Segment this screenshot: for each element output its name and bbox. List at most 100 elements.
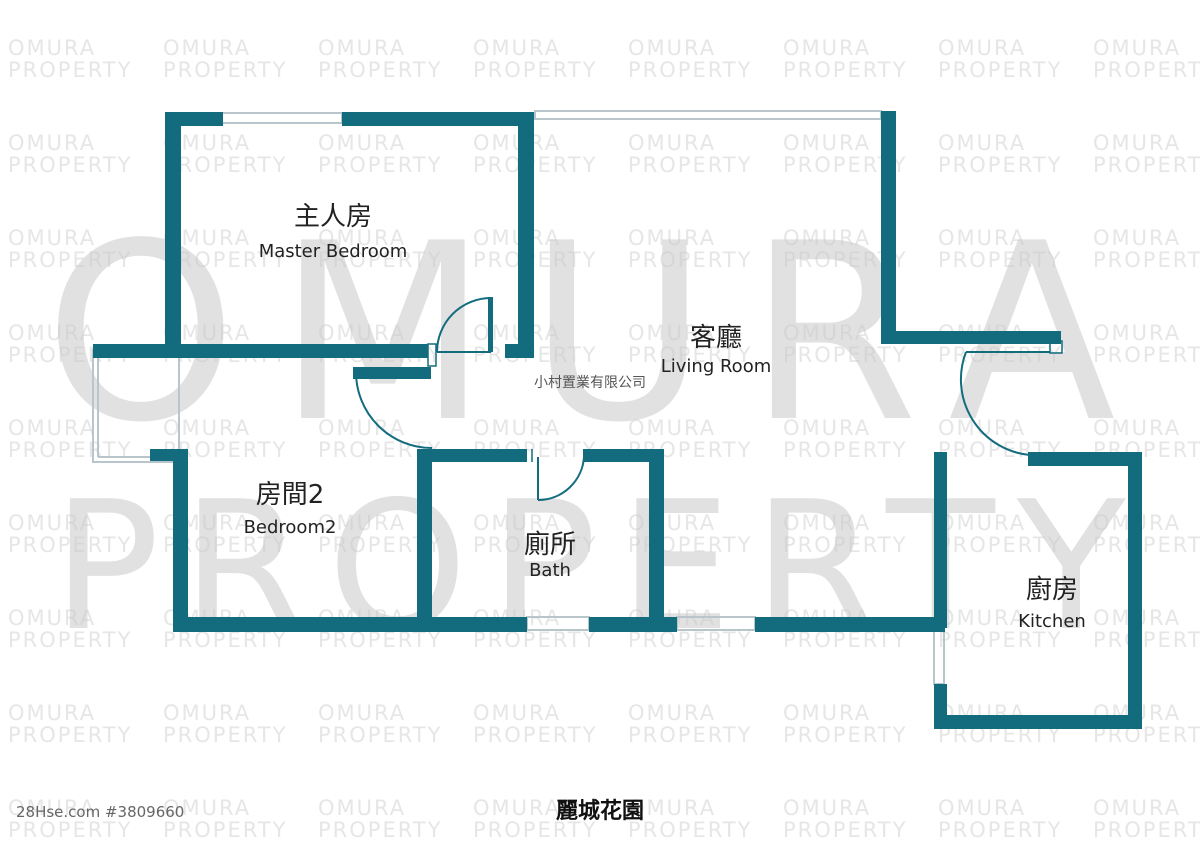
watermark-tile-line2: PROPERTY — [1093, 533, 1200, 557]
watermark-tile-line2: PROPERTY — [473, 153, 597, 177]
watermark-tile-line1: OMURA — [938, 796, 1026, 820]
wall-bottom-b — [589, 617, 677, 632]
watermark-tile-line2: PROPERTY — [628, 58, 752, 82]
watermark-tile-line1: OMURA — [318, 511, 406, 535]
window-master-top — [221, 112, 343, 124]
watermark-tile-line2: PROPERTY — [473, 248, 597, 272]
watermark-tile-line1: OMURA — [783, 131, 871, 155]
watermark-tile-line1: OMURA — [938, 416, 1026, 440]
watermark-tile-line2: PROPERTY — [473, 723, 597, 747]
wall-bottom-a — [173, 617, 527, 632]
door-kitchen-arc — [959, 351, 1031, 456]
watermark-tile-line2: PROPERTY — [628, 818, 752, 842]
watermark-tile-line1: OMURA — [628, 226, 716, 250]
watermark-tile-line1: OMURA — [938, 511, 1026, 535]
window-living-top — [534, 110, 882, 120]
watermark-tile-line2: PROPERTY — [473, 58, 597, 82]
wall-kitchen-right — [1128, 452, 1142, 729]
wall-kitchen-top — [1028, 452, 1142, 466]
label-living-room-en: Living Room — [661, 356, 772, 377]
wall-living-right-upper — [881, 111, 896, 341]
watermark-tile-line2: PROPERTY — [938, 153, 1062, 177]
watermark-tile-line2: PROPERTY — [938, 58, 1062, 82]
watermark-tile-line2: PROPERTY — [938, 343, 1062, 367]
label-living-room-zh: 客廳 — [690, 323, 742, 353]
watermark-tile-line1: OMURA — [1093, 416, 1181, 440]
watermark-tile-line1: OMURA — [473, 796, 561, 820]
watermark-tile-line2: PROPERTY — [8, 248, 132, 272]
wall-door-stub-master — [488, 297, 493, 352]
watermark-tile-line2: PROPERTY — [318, 153, 442, 177]
watermark-tile-line1: OMURA — [628, 701, 716, 725]
watermark-tile-line1: OMURA — [318, 36, 406, 60]
watermark-tile-line1: OMURA — [628, 796, 716, 820]
watermark-tile-line2: PROPERTY — [473, 533, 597, 557]
walls — [93, 111, 1142, 729]
wall-bedroom2-top-left — [150, 449, 188, 461]
watermark-tile-line1: OMURA — [473, 226, 561, 250]
label-bath-en: Bath — [529, 560, 571, 581]
wall-bath-top-a — [417, 449, 527, 462]
watermark-tile-line1: OMURA — [473, 321, 561, 345]
watermark-large-line2: PROPERTY — [52, 463, 1147, 670]
watermark-tile-line2: PROPERTY — [628, 248, 752, 272]
watermark-tile-line1: OMURA — [473, 131, 561, 155]
watermark-tile-line1: OMURA — [783, 796, 871, 820]
watermark-tile-line1: OMURA — [318, 701, 406, 725]
watermark-tile-line1: OMURA — [628, 36, 716, 60]
watermark-tile-line1: OMURA — [8, 321, 96, 345]
watermark-tile-line2: PROPERTY — [628, 533, 752, 557]
wall-bedroom2-top — [353, 367, 431, 379]
watermark-tile-line2: PROPERTY — [318, 818, 442, 842]
wall-master-left — [165, 112, 181, 358]
watermark-tile-line1: OMURA — [938, 226, 1026, 250]
watermark-tile-line1: OMURA — [628, 131, 716, 155]
watermark-tile-line2: PROPERTY — [938, 628, 1062, 652]
watermark-tile-line1: OMURA — [1093, 321, 1181, 345]
watermark-tile-line2: PROPERTY — [318, 723, 442, 747]
watermark-tile-line2: PROPERTY — [783, 723, 907, 747]
watermark-tile-line2: PROPERTY — [1093, 818, 1200, 842]
watermark-tile-line2: PROPERTY — [628, 343, 752, 367]
label-master-bedroom-en: Master Bedroom — [259, 241, 408, 262]
watermark-tile-line1: OMURA — [8, 416, 96, 440]
label-bedroom2-zh: 房間2 — [256, 480, 325, 510]
watermark-tile-line1: OMURA — [163, 796, 251, 820]
estate-name: 麗城花園 — [555, 799, 644, 824]
watermark-tile-line2: PROPERTY — [1093, 153, 1200, 177]
wall-bath-left — [417, 449, 432, 632]
watermark-tile-line2: PROPERTY — [783, 533, 907, 557]
wall-master-bottom — [93, 344, 428, 358]
watermark-tile-line2: PROPERTY — [163, 818, 287, 842]
watermark-tile-line2: PROPERTY — [1093, 343, 1200, 367]
watermark-tile-line1: OMURA — [318, 796, 406, 820]
doors — [355, 297, 1063, 502]
watermark-tile-line2: PROPERTY — [1093, 248, 1200, 272]
watermark-tile-line1: OMURA — [783, 511, 871, 535]
agency-name: 小村置業有限公司 — [534, 375, 646, 391]
watermark-tile-line2: PROPERTY — [163, 248, 287, 272]
watermark-tile-line2: PROPERTY — [318, 248, 442, 272]
watermark-tile-line1: OMURA — [783, 416, 871, 440]
watermark-tile-line2: PROPERTY — [783, 343, 907, 367]
watermark-tile-line2: PROPERTY — [8, 723, 132, 747]
watermark-tile-line1: OMURA — [783, 701, 871, 725]
watermark-tile-line2: PROPERTY — [163, 58, 287, 82]
door-bath-arc — [537, 456, 585, 502]
wall-living-right-step — [881, 331, 1061, 344]
watermark-tile-line1: OMURA — [318, 131, 406, 155]
watermark-tile-line1: OMURA — [8, 796, 96, 820]
watermark-tile-line2: PROPERTY — [8, 58, 132, 82]
watermark-tile-line1: OMURA — [163, 36, 251, 60]
watermark-tile-line2: PROPERTY — [1093, 628, 1200, 652]
wall-door-jamb-master — [505, 344, 534, 358]
wall-master-top-a — [165, 112, 223, 126]
wall-master-top-b — [342, 112, 532, 126]
label-bath-zh: 廁所 — [524, 530, 576, 560]
watermark-tile-line2: PROPERTY — [783, 818, 907, 842]
watermark-tile-line2: PROPERTY — [8, 628, 132, 652]
watermark-tile-line2: PROPERTY — [628, 723, 752, 747]
wall-bottom-c — [755, 617, 945, 632]
watermark-tile-line1: OMURA — [628, 321, 716, 345]
